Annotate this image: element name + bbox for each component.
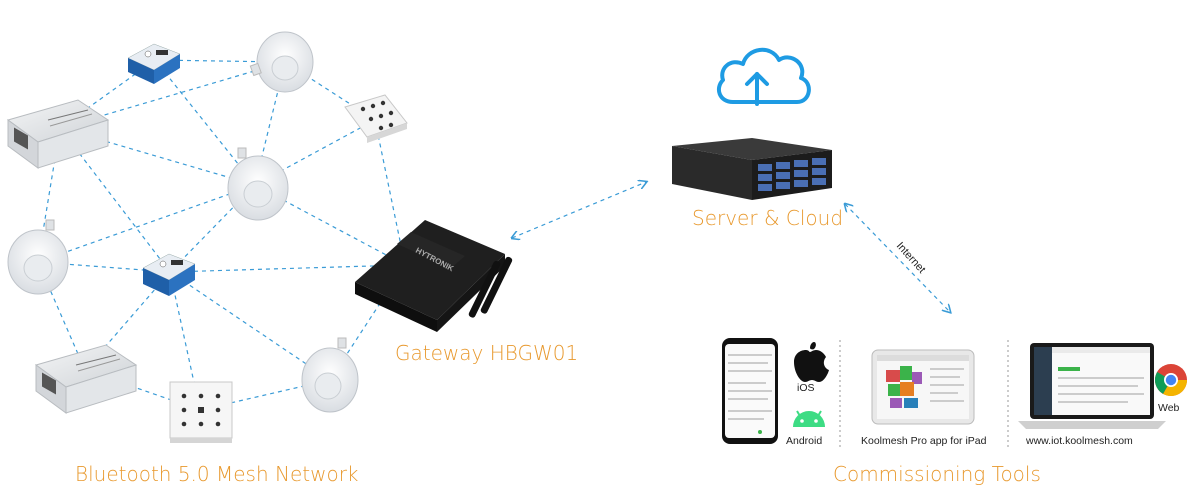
internet-link: [845, 204, 950, 312]
ipad-app-label: Koolmesh Pro app for iPad: [861, 435, 987, 447]
gateway-device: HYTRONIK: [355, 220, 513, 332]
laptop-device: [1018, 343, 1166, 429]
web-url-label: www.iot.koolmesh.com: [1025, 435, 1133, 447]
ios-label: iOS: [797, 382, 815, 394]
gateway-label: Gateway HBGW01: [395, 341, 578, 365]
ceiling-sensor-2: [227, 147, 289, 221]
server-rack: [672, 138, 832, 200]
mesh-network-label: Bluetooth 5.0 Mesh Network: [75, 462, 359, 486]
ceiling-sensor-3: [7, 219, 69, 295]
android-icon: [793, 410, 825, 427]
led-driver-bottom: [34, 344, 138, 414]
gateway-server-link: [512, 182, 646, 238]
wall-panel-bottom: [169, 381, 233, 443]
apple-icon: [794, 342, 829, 382]
ceiling-sensor-4: [301, 337, 359, 413]
relay-module-top: [127, 43, 181, 84]
phone-device: [722, 338, 778, 444]
wall-panel-top: [344, 94, 408, 143]
relay-module-middle: [142, 253, 196, 296]
ipad-device: [871, 349, 975, 425]
web-label: Web: [1158, 402, 1180, 414]
android-label: Android: [786, 435, 822, 447]
ceiling-sensor-1: [249, 31, 314, 93]
led-driver-top: [6, 99, 110, 169]
commissioning-tools-label: Commissioning Tools: [833, 462, 1041, 486]
chrome-icon: [1154, 364, 1187, 397]
cloud-upload-icon: [716, 48, 811, 106]
internet-label: Internet: [894, 240, 928, 276]
server-cloud-label: Server & Cloud: [692, 206, 843, 230]
